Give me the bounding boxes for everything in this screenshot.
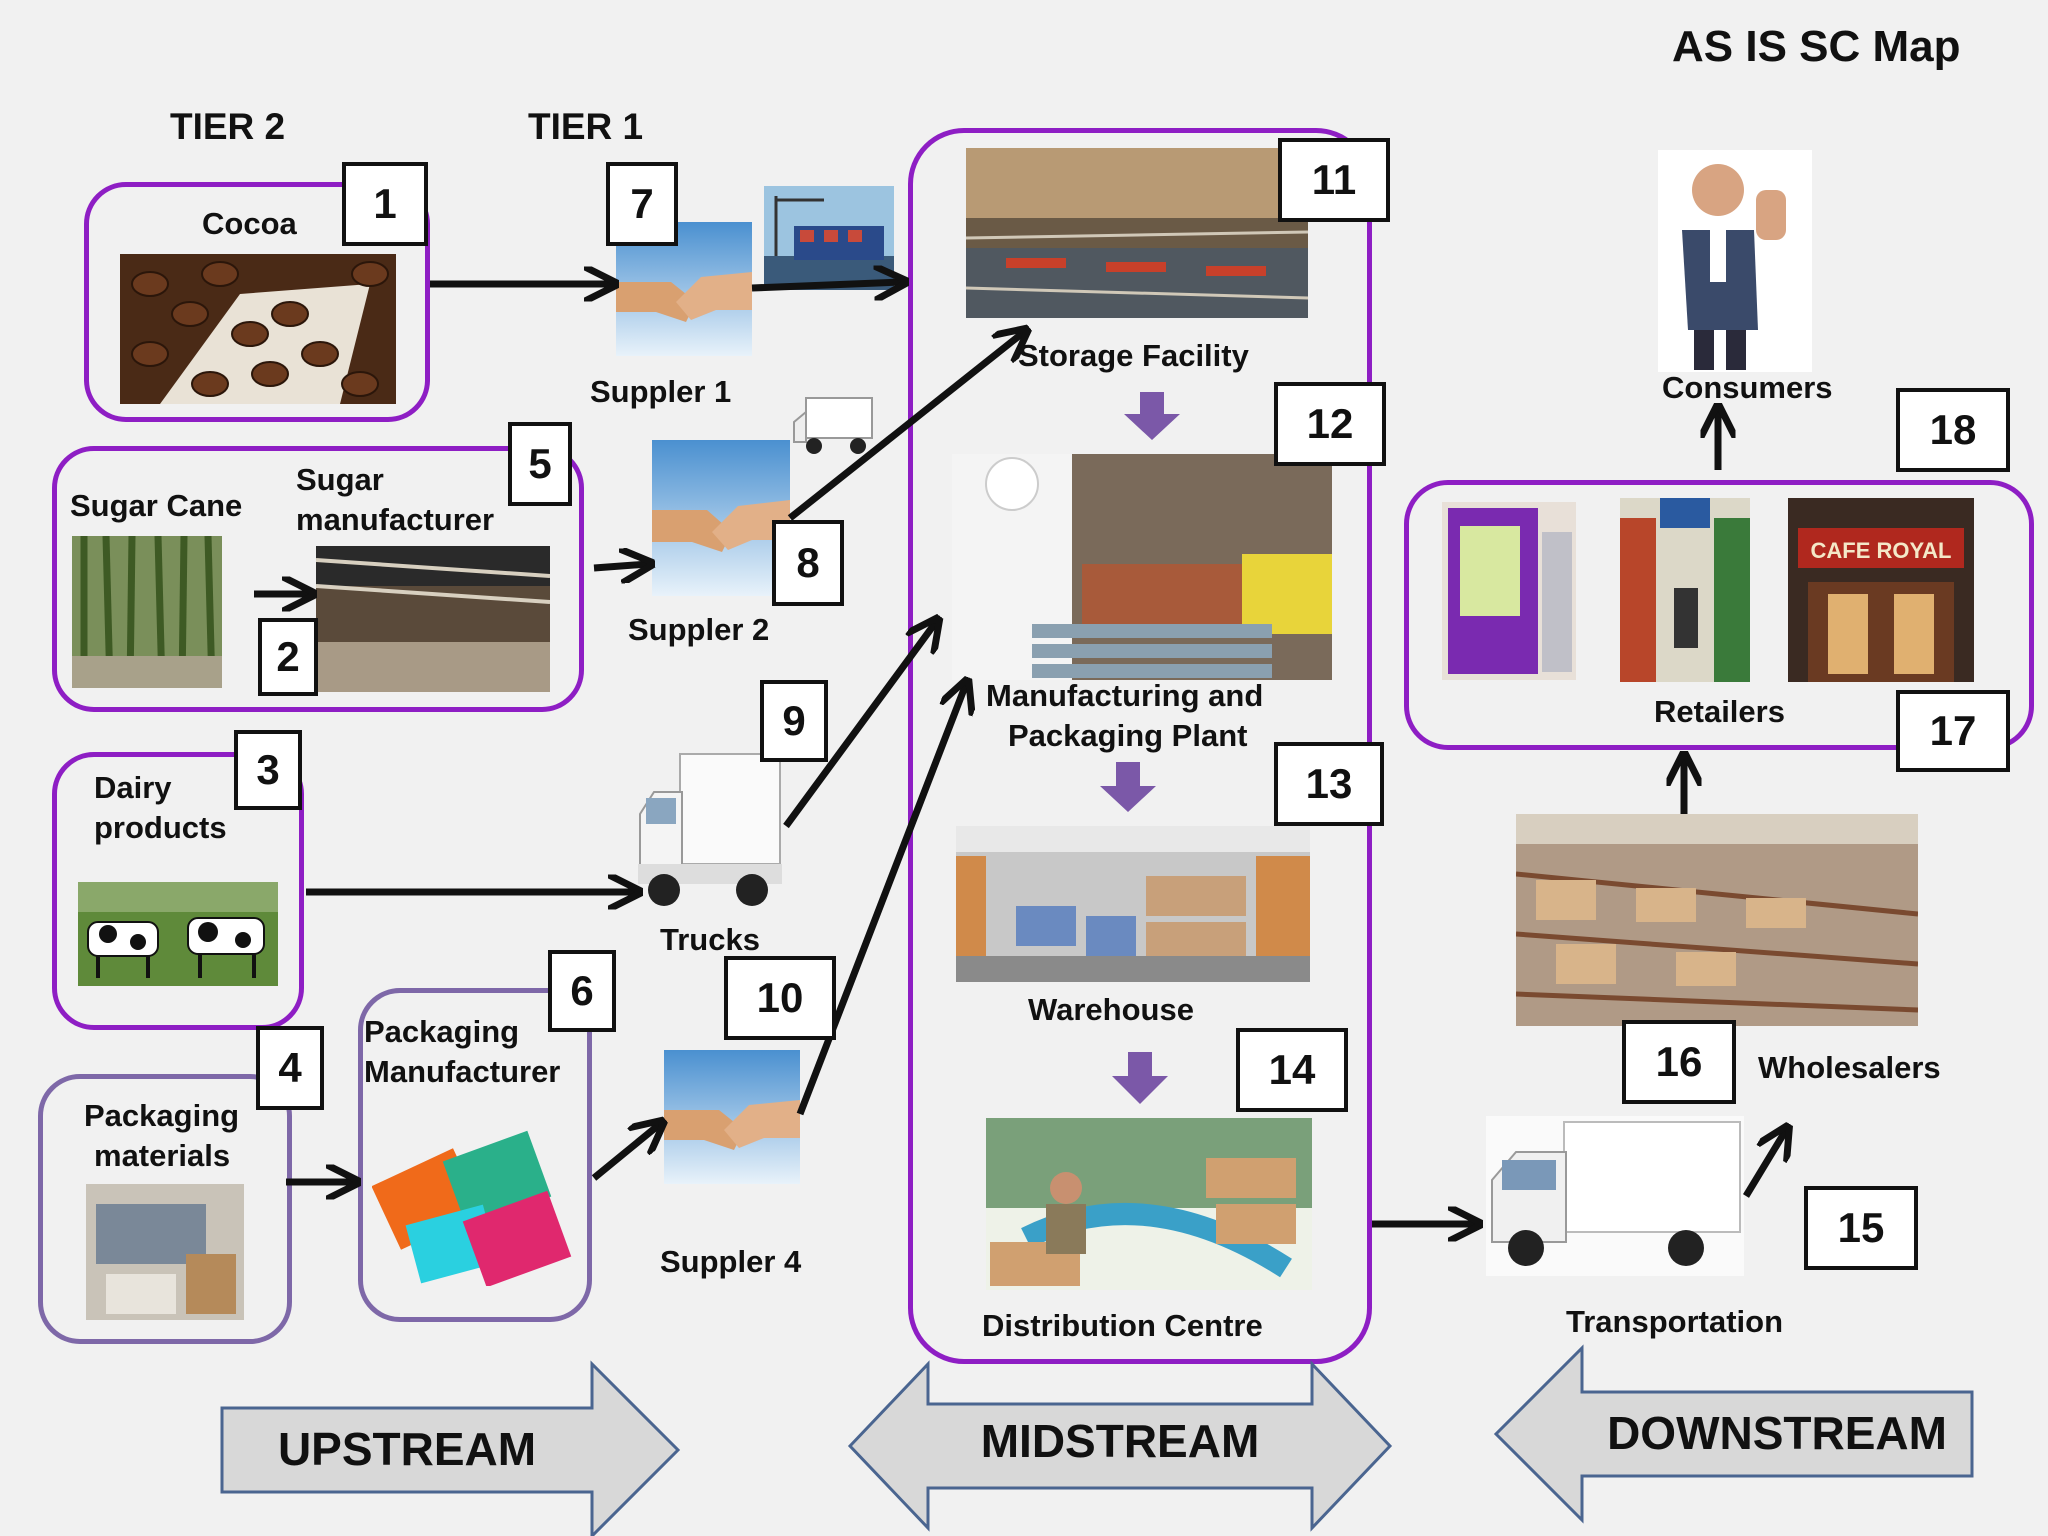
step-number-5: 5	[508, 422, 572, 506]
cargo-ship-image	[764, 186, 894, 290]
transport-truck-image	[1486, 1116, 1744, 1276]
step-number-18: 18	[1896, 388, 2010, 472]
storage-facility-image	[966, 148, 1308, 318]
retailers-label: Retailers	[1654, 694, 1785, 729]
step-number-15: 15	[1804, 1186, 1918, 1270]
sugar-cane-image	[72, 536, 222, 688]
step-number-11: 11	[1278, 138, 1390, 222]
cocoa-label: Cocoa	[202, 206, 297, 241]
supplier-2-handshake-image	[652, 440, 790, 596]
tier-1-heading: TIER 1	[528, 106, 644, 147]
warehouse-label: Warehouse	[1028, 992, 1194, 1027]
tier-2-heading: TIER 2	[170, 106, 286, 147]
manufacturing-plant-image	[952, 454, 1332, 680]
packaging-machine-image	[86, 1184, 244, 1320]
step-number-14: 14	[1236, 1028, 1348, 1112]
cows-image	[78, 882, 278, 986]
sugar-group	[52, 446, 584, 712]
transport-to-wholesalers-arrow	[1743, 1130, 1786, 1198]
storage-facility-label: Storage Facility	[1018, 338, 1249, 373]
step-number-6: 6	[548, 950, 616, 1032]
step-number-10: 10	[724, 956, 836, 1040]
sugar-manufacturer-label-line2: manufacturer	[296, 502, 495, 537]
packaging-manufacturer-group	[358, 988, 592, 1322]
sugar-to-supplier-2-arrow	[593, 564, 648, 568]
truck-image	[634, 744, 784, 910]
cocoa-beans-image	[120, 254, 396, 404]
packaging-to-supplier-4-arrow	[591, 1124, 660, 1181]
step-number-13: 13	[1274, 742, 1384, 826]
upstream-label: UPSTREAM	[277, 1423, 537, 1475]
manufacturing-plant-label-line1: Manufacturing and	[986, 678, 1264, 713]
sugar-factory-image	[316, 546, 550, 692]
distribution-centre-label: Distribution Centre	[982, 1308, 1263, 1343]
cafe-royal-image: CAFE ROYAL	[1788, 498, 1974, 682]
step-number-8: 8	[772, 520, 844, 606]
wholesale-warehouse-image	[1516, 814, 1918, 1026]
cafe-sign: CAFE ROYAL	[1811, 538, 1952, 563]
step-number-12: 12	[1274, 382, 1386, 466]
page-title: AS IS SC Map	[1672, 22, 1961, 71]
small-van-image	[792, 394, 882, 456]
cocoa-group	[84, 182, 430, 422]
dairy-label-line1: Dairy	[94, 770, 172, 805]
supplier-4-label: Suppler 4	[660, 1244, 802, 1279]
midstream-label: MIDSTREAM	[980, 1415, 1260, 1467]
warehouse-image	[956, 826, 1310, 982]
dairy-group	[52, 752, 304, 1030]
dairy-label-line2: products	[94, 810, 227, 845]
downstream-label: DOWNSTREAM	[1607, 1407, 1947, 1459]
packaging-manufacturer-label-line1: Packaging	[364, 1014, 520, 1049]
packaging-materials-group	[38, 1074, 292, 1344]
vending-machine-image	[1442, 502, 1576, 680]
packaging-materials-label-line1: Packaging	[84, 1098, 240, 1133]
packaging-manufacturer-label-line2: Manufacturer	[364, 1054, 561, 1089]
step-number-7: 7	[606, 162, 678, 246]
step-number-17: 17	[1896, 690, 2010, 772]
sugar-cane-label: Sugar Cane	[70, 488, 243, 523]
step-number-3: 3	[234, 730, 302, 810]
manufacturing-plant-label-line2: Packaging Plant	[1008, 718, 1248, 753]
step-number-9: 9	[760, 680, 828, 762]
supplier-2-label: Suppler 2	[628, 612, 770, 647]
packaging-materials-label-line2: materials	[94, 1138, 231, 1173]
distribution-centre-image	[986, 1118, 1312, 1290]
supplier-1-handshake-image	[616, 222, 752, 356]
supplier-1-label: Suppler 1	[590, 374, 732, 409]
step-number-2: 2	[258, 618, 318, 696]
chocolate-packs-image	[372, 1124, 572, 1286]
supermarket-aisle-image	[1620, 498, 1750, 682]
trucks-label: Trucks	[660, 922, 760, 957]
step-number-1: 1	[342, 162, 428, 246]
step-number-4: 4	[256, 1026, 324, 1110]
consumers-label: Consumers	[1662, 370, 1833, 405]
supplier-4-handshake-image	[664, 1050, 800, 1184]
sugar-manufacturer-label-line1: Sugar	[296, 462, 384, 497]
transportation-label: Transportation	[1566, 1304, 1784, 1339]
retailers-group	[1404, 480, 2034, 750]
consumer-thumbs-up-image	[1658, 150, 1812, 372]
wholesalers-label: Wholesalers	[1758, 1050, 1941, 1085]
step-number-16: 16	[1622, 1020, 1736, 1104]
